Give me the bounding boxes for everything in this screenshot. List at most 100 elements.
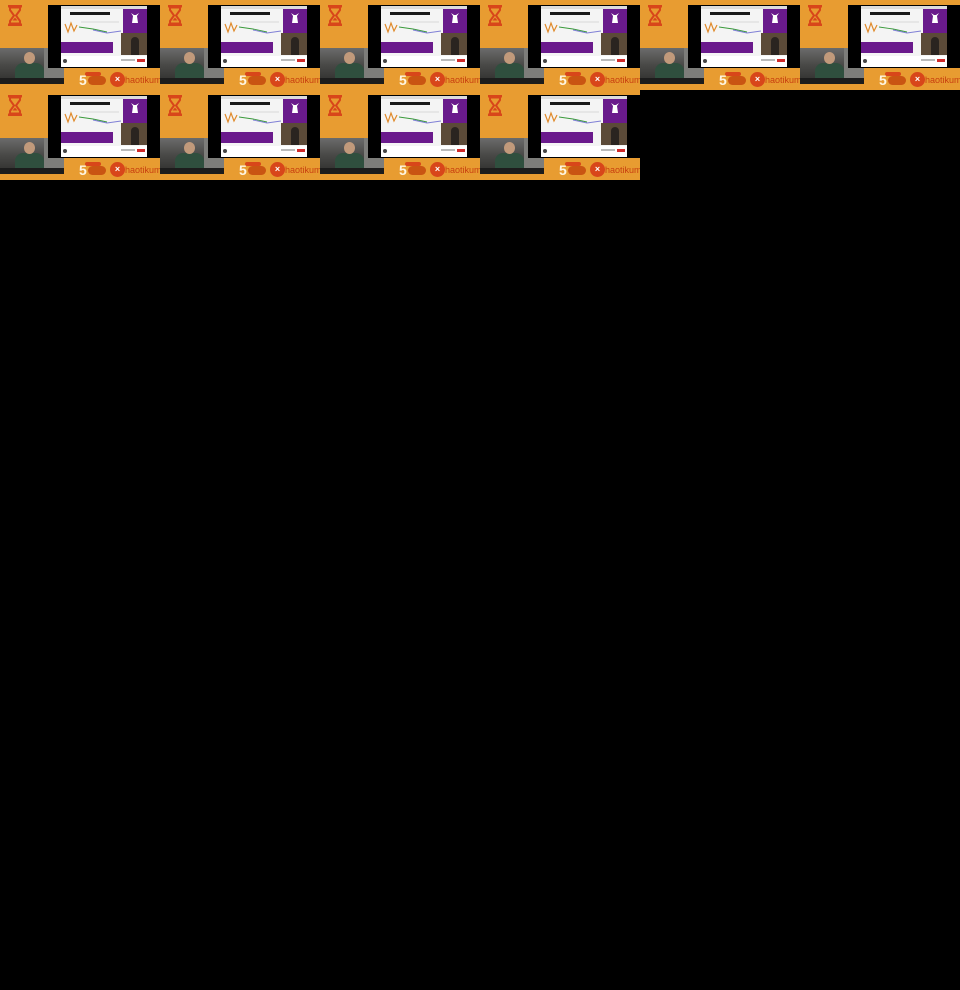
badge-number: 5 (79, 72, 87, 88)
screen-share-frame (208, 5, 320, 68)
hourglass-icon (488, 5, 502, 26)
anniversary-badge: 5 (717, 72, 747, 88)
brand-logo: × haotikum (590, 162, 640, 178)
slide-graphic (544, 21, 602, 34)
brand-logo: × haotikum (430, 162, 480, 178)
logo-glyph: × (754, 74, 761, 84)
video-thumbnail-9[interactable]: 5 × haotikum (320, 90, 480, 180)
hourglass-icon (8, 5, 22, 26)
brand-logo: × haotikum (270, 72, 320, 88)
badge-number: 5 (559, 162, 567, 178)
chaotikum-logo-icon (590, 72, 605, 87)
slide-screen (61, 6, 147, 67)
logo-glyph: × (434, 164, 441, 174)
badge-number: 5 (239, 162, 247, 178)
cat-mascot-icon (291, 13, 299, 23)
video-thumbnail-2[interactable]: 5 × haotikum (160, 0, 320, 90)
brand-wordmark: haotikum (125, 165, 160, 175)
slide-graphic (384, 21, 442, 34)
brand-logo: × haotikum (910, 72, 960, 88)
chaotikum-logo-icon (590, 162, 605, 177)
badge-number: 5 (399, 72, 407, 88)
badge-number: 5 (719, 72, 727, 88)
cat-mascot-icon (771, 13, 779, 23)
hourglass-icon (328, 95, 342, 116)
hourglass-icon (8, 95, 22, 116)
slide-graphic (224, 111, 282, 124)
brand-logo: × haotikum (750, 72, 800, 88)
cat-mascot-icon (131, 13, 139, 23)
cat-mascot-icon (451, 103, 459, 113)
video-thumbnail-8[interactable]: 5 × haotikum (160, 90, 320, 180)
slide-graphic (224, 21, 282, 34)
slide-graphic (64, 21, 122, 34)
hourglass-icon (488, 95, 502, 116)
brand-wordmark: haotikum (765, 75, 800, 85)
hourglass-icon (808, 5, 822, 26)
slide-graphic (704, 21, 762, 34)
anniversary-badge: 5 (77, 162, 107, 178)
anniversary-badge: 5 (77, 72, 107, 88)
slide-graphic (64, 111, 122, 124)
anniversary-badge: 5 (237, 72, 267, 88)
cat-mascot-icon (611, 103, 619, 113)
brand-logo: × haotikum (110, 162, 160, 178)
screen-share-frame (368, 95, 480, 158)
slide-screen (61, 96, 147, 157)
slide-screen (221, 96, 307, 157)
logo-glyph: × (594, 74, 601, 84)
slide-screen (221, 6, 307, 67)
slide-graphic (544, 111, 602, 124)
logo-glyph: × (434, 74, 441, 84)
screen-share-frame (368, 5, 480, 68)
slide-graphic (864, 21, 922, 34)
anniversary-badge: 5 (237, 162, 267, 178)
video-thumbnail-3[interactable]: 5 × haotikum (320, 0, 480, 90)
badge-number: 5 (399, 162, 407, 178)
slide-graphic (384, 111, 442, 124)
cat-mascot-icon (931, 13, 939, 23)
video-thumbnail-6[interactable]: 5 × haotikum (800, 0, 960, 90)
cat-mascot-icon (611, 13, 619, 23)
slide-screen (381, 96, 467, 157)
hourglass-icon (168, 5, 182, 26)
anniversary-badge: 5 (397, 72, 427, 88)
brand-wordmark: haotikum (925, 75, 960, 85)
badge-number: 5 (879, 72, 887, 88)
cat-mascot-icon (291, 103, 299, 113)
screen-share-frame (848, 5, 960, 68)
logo-glyph: × (594, 164, 601, 174)
logo-glyph: × (914, 74, 921, 84)
chaotikum-logo-icon (430, 162, 445, 177)
brand-wordmark: haotikum (445, 165, 480, 175)
screen-share-frame (688, 5, 800, 68)
chaotikum-logo-icon (270, 162, 285, 177)
slide-screen (541, 6, 627, 67)
brand-logo: × haotikum (590, 72, 640, 88)
chaotikum-logo-icon (110, 72, 125, 87)
screen-share-frame (528, 95, 640, 158)
slide-screen (381, 6, 467, 67)
slide-screen (861, 6, 947, 67)
cat-mascot-icon (451, 13, 459, 23)
cat-mascot-icon (131, 103, 139, 113)
video-thumbnail-5[interactable]: 5 × haotikum (640, 0, 800, 90)
logo-glyph: × (114, 74, 121, 84)
thumbnail-grid: 5 × haotikum (0, 0, 960, 180)
logo-glyph: × (274, 74, 281, 84)
video-thumbnail-10[interactable]: 5 × haotikum (480, 90, 640, 180)
logo-glyph: × (114, 164, 121, 174)
chaotikum-logo-icon (110, 162, 125, 177)
logo-glyph: × (274, 164, 281, 174)
brand-wordmark: haotikum (605, 75, 640, 85)
brand-wordmark: haotikum (605, 165, 640, 175)
video-thumbnail-7[interactable]: 5 × haotikum (0, 90, 160, 180)
brand-logo: × haotikum (110, 72, 160, 88)
brand-wordmark: haotikum (285, 75, 320, 85)
chaotikum-logo-icon (910, 72, 925, 87)
video-thumbnail-4[interactable]: 5 × haotikum (480, 0, 640, 90)
video-thumbnail-1[interactable]: 5 × haotikum (0, 0, 160, 90)
hourglass-icon (328, 5, 342, 26)
hourglass-icon (648, 5, 662, 26)
